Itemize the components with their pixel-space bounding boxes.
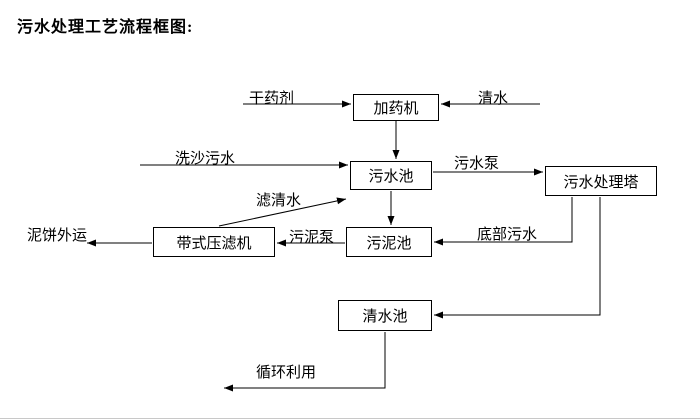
page-bottom-divider (0, 418, 700, 419)
node-sewage-pool: 污水池 (350, 161, 432, 190)
label-recycle-use: 循环利用 (256, 365, 317, 381)
node-clean-water-pool: 清水池 (338, 300, 432, 331)
label-filtered-water: 滤清水 (256, 193, 302, 209)
node-dosing-machine-label: 加药机 (373, 101, 419, 117)
label-clean-water: 清水 (478, 91, 509, 107)
page-title: 污水处理工艺流程框图: (17, 19, 194, 36)
label-sewage-pump: 污水泵 (454, 156, 500, 172)
node-treatment-tower: 污水处理塔 (545, 166, 657, 196)
node-sludge-pool: 污泥池 (346, 227, 432, 257)
label-sludge-pump: 污泥泵 (289, 230, 335, 246)
label-mud-cake-out: 泥饼外运 (27, 228, 88, 244)
node-treatment-tower-label: 污水处理塔 (563, 174, 639, 191)
arrow-tower-to-clean-water-pool (434, 197, 601, 319)
arrow-filter-press-to-sewage-pool (218, 197, 347, 227)
node-sludge-pool-label: 污泥池 (366, 235, 412, 252)
label-bottom-sewage: 底部污水 (477, 227, 538, 243)
arrow-clean-water-pool-to-recycle (224, 332, 386, 392)
node-belt-filter-press-label: 带式压滤机 (176, 235, 252, 252)
label-dry-chemical: 干药剂 (249, 91, 295, 107)
node-clean-water-pool-label: 清水池 (362, 309, 408, 325)
node-sewage-pool-label: 污水池 (368, 169, 414, 185)
node-belt-filter-press: 带式压滤机 (153, 227, 275, 257)
node-dosing-machine: 加药机 (353, 94, 439, 121)
label-sand-washing-sewage: 洗沙污水 (175, 151, 236, 167)
arrow-tower-bottom-to-sludge-pool (434, 197, 573, 246)
